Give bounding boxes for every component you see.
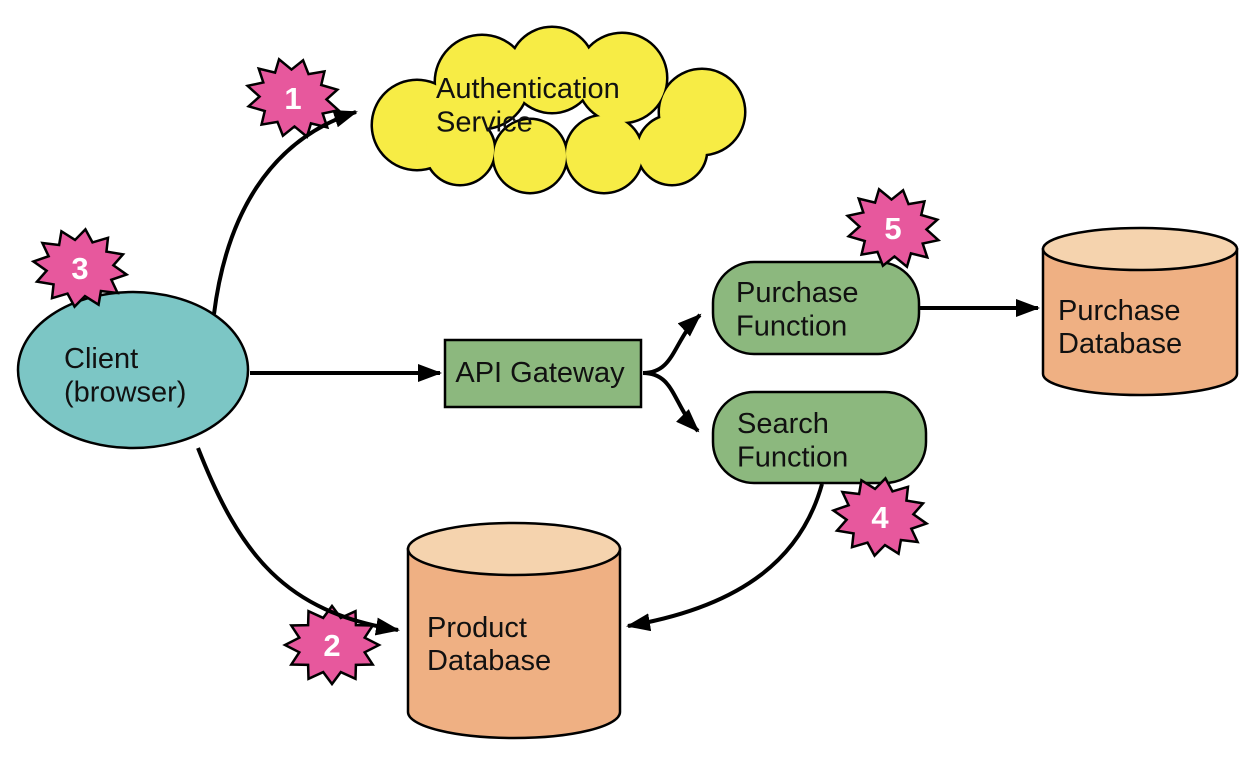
search-function-label-line1: Search	[737, 408, 829, 440]
client-node: Client (browser)	[16, 290, 250, 450]
badge-5: 5	[836, 176, 950, 280]
edge-api-gateway-to-search-function	[642, 371, 700, 433]
auth-service-label-line1: Authentication	[436, 73, 620, 105]
badge-1-number: 1	[284, 81, 301, 116]
auth-service-label-line2: Service	[436, 107, 533, 139]
edge-client-to-auth-service	[212, 110, 358, 315]
badge-5-number: 5	[884, 211, 901, 246]
auth-service-cloud: Authentication Service	[370, 25, 747, 195]
purchase-function-node: Purchase Function	[711, 260, 921, 356]
api-gateway-label: API Gateway	[455, 357, 625, 389]
purchase-database-node: Purchase Database	[1041, 226, 1239, 397]
badge-2: 2	[283, 604, 381, 686]
search-function-label-line2: Function	[737, 442, 848, 474]
purchase-database-label-line2: Database	[1058, 328, 1182, 360]
client-label-line2: (browser)	[64, 377, 186, 409]
purchase-function-label-line2: Function	[736, 311, 847, 343]
badge-1: 1	[236, 46, 350, 150]
purchase-function-label-line1: Purchase	[736, 277, 859, 309]
product-database-node: Product Database	[406, 521, 622, 740]
badge-3-number: 3	[71, 251, 88, 286]
api-gateway-node: API Gateway	[443, 338, 643, 409]
product-database-label-line2: Database	[427, 645, 551, 677]
client-label-line1: Client	[64, 343, 138, 375]
edge-api-gateway-to-purchase-function	[642, 313, 702, 375]
purchase-database-label-line1: Purchase	[1058, 295, 1181, 327]
product-database-label-line1: Product	[427, 612, 527, 644]
edge-client-to-product-database	[196, 447, 400, 636]
edge-search-function-to-product-database	[626, 483, 824, 632]
badge-4: 4	[826, 470, 934, 564]
search-function-node: Search Function	[711, 390, 928, 485]
badge-2-number: 2	[323, 628, 340, 663]
badge-3: 3	[26, 221, 134, 315]
badge-4-number: 4	[871, 500, 889, 535]
